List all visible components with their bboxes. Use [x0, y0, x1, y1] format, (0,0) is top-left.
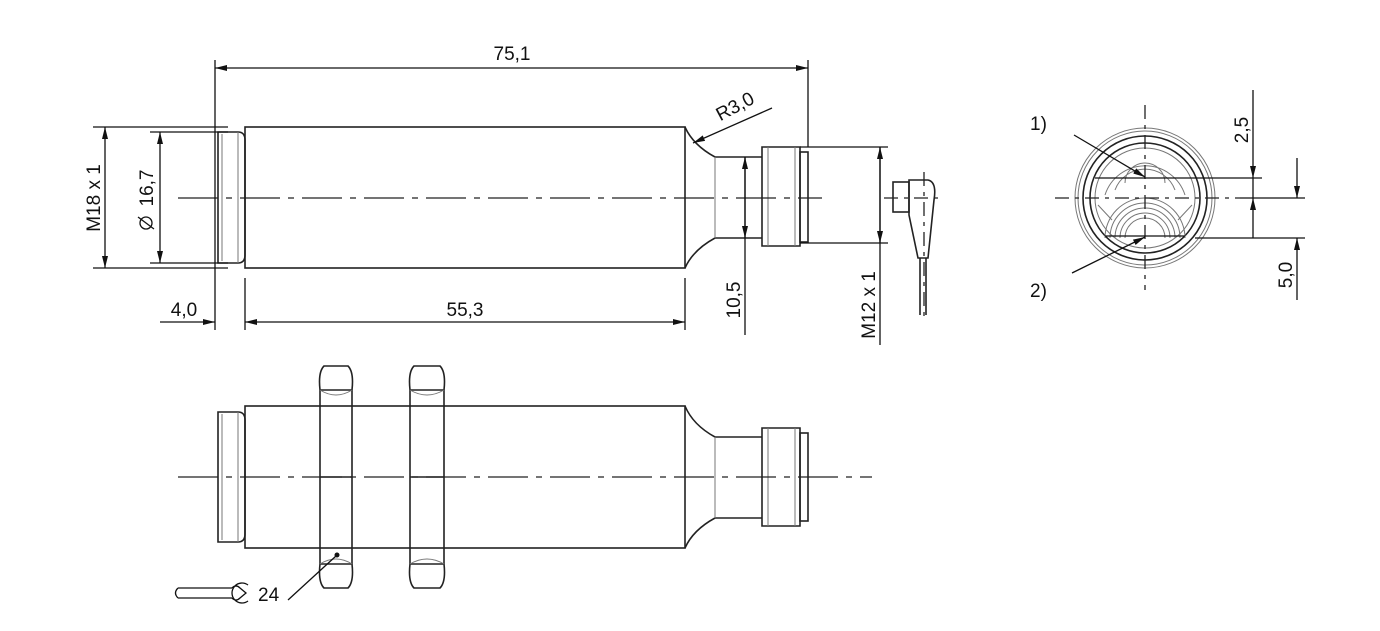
diameter-symbol-icon	[139, 216, 153, 230]
side-view-bottom: 24	[174, 365, 872, 606]
dim-overall-length-label: 75,1	[494, 44, 531, 65]
dim-thread-connector-label: M12 x 1	[859, 271, 880, 339]
dim-led-offset-2: 5,0	[1276, 262, 1297, 288]
dim-thread-main-label: M18 x 1	[84, 164, 105, 232]
callout-2: 2)	[1030, 281, 1047, 302]
dim-body-length-label: 55,3	[447, 300, 484, 321]
neck-radius	[684, 126, 762, 269]
dim-radius-label: R3,0	[713, 88, 758, 125]
wrench-icon	[174, 582, 249, 604]
angled-cable-connector	[884, 172, 940, 320]
dim-led-offset-1: 2,5	[1232, 117, 1253, 143]
dim-radius-leader	[692, 107, 773, 144]
hex-nut-1	[318, 365, 354, 589]
dim-diameter-label: 16,7	[137, 170, 158, 207]
wrench-size-label: 24	[258, 585, 280, 606]
dim-neck-diameter-label: 10,5	[724, 282, 745, 319]
dim-front-offset-label: 4,0	[171, 300, 197, 321]
callout-1: 1)	[1030, 114, 1047, 135]
side-view-top: 75,1 R3,0 M18 x 1 16,7 4,0 55,3 10,5	[84, 44, 940, 345]
front-view: 1) 2) 2,5 5,0	[1030, 90, 1305, 302]
